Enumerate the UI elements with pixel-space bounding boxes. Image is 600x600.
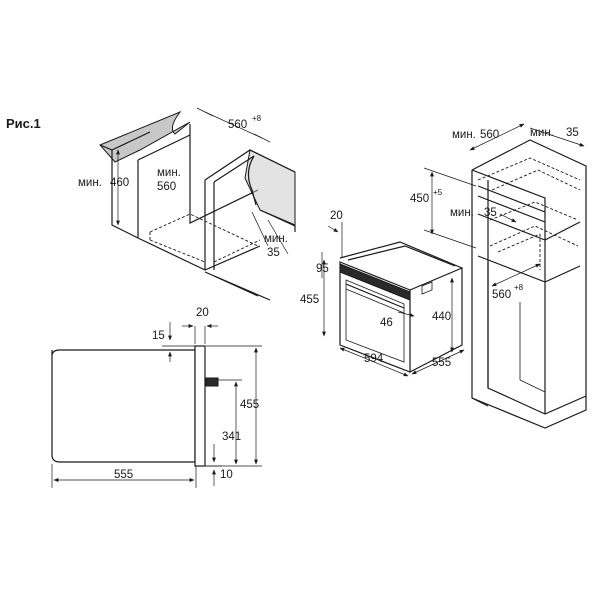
cabinet-mid-gap-prefix: мин. xyxy=(450,207,474,219)
niche-min-height: 460 xyxy=(110,177,129,189)
oven-panel-height: 95 xyxy=(316,263,329,275)
dim-line-cabinet-width xyxy=(491,263,541,287)
dim-line-cabinet-depth xyxy=(469,123,525,151)
cabinet-min-depth: 560 xyxy=(480,129,499,141)
side-handle xyxy=(205,377,219,387)
figure-label: Рис.1 xyxy=(6,116,41,131)
side-height: 455 xyxy=(240,399,259,411)
cabinet-mid-min-gap: 35 xyxy=(484,207,497,219)
side-front-panel xyxy=(194,345,206,467)
oven-depth: 555 xyxy=(432,357,451,369)
cabinet-opening-tolerance: +5 xyxy=(433,188,443,197)
niche-min-depth: 560 xyxy=(157,181,176,193)
oven-top-offset: 20 xyxy=(330,210,343,222)
cabinet-depth-prefix: мин. xyxy=(452,129,476,141)
niche-gap-prefix: мин. xyxy=(264,233,288,245)
oven-height: 455 xyxy=(300,294,319,306)
niche-height-prefix: мин. xyxy=(78,177,102,189)
oven-handle-offset: 46 xyxy=(380,317,393,329)
side-depth: 555 xyxy=(114,469,133,481)
niche-depth-prefix: мин. xyxy=(157,167,181,179)
side-view-drawing: 20 15 455 341 10 555 xyxy=(51,307,262,488)
oven-3d-drawing: 20 95 455 440 46 594 555 xyxy=(300,210,465,377)
tall-cabinet-drawing: мин. 560 мин. 35 450 +5 мин. 35 560 +8 xyxy=(410,123,587,429)
dim-line-niche-width xyxy=(204,111,263,139)
side-to-handle: 341 xyxy=(222,431,241,443)
side-front-thickness: 20 xyxy=(196,307,209,319)
cabinet-top-gap-prefix: мин. xyxy=(530,127,554,139)
oven-inner-height: 440 xyxy=(432,311,451,323)
dim-line-oven-depth xyxy=(411,349,465,375)
cabinet-opening-height: 450 xyxy=(410,193,429,205)
dim-line-oven-width xyxy=(339,347,409,377)
side-bottom-offset: 10 xyxy=(220,469,233,481)
cabinet-width: 560 xyxy=(492,289,511,301)
niche-width-tolerance: +8 xyxy=(252,114,262,123)
undercounter-niche-drawing: 560 +8 мин. 460 мин. 560 мин. 35 xyxy=(78,107,296,301)
cabinet-width-tolerance: +8 xyxy=(514,283,524,292)
countertop-left xyxy=(99,110,191,163)
niche-min-gap: 35 xyxy=(267,247,280,259)
cabinet-top-min-gap: 35 xyxy=(566,127,579,139)
side-top-offset: 15 xyxy=(152,330,165,342)
niche-width: 560 xyxy=(228,119,247,131)
oven-width: 594 xyxy=(364,353,384,365)
